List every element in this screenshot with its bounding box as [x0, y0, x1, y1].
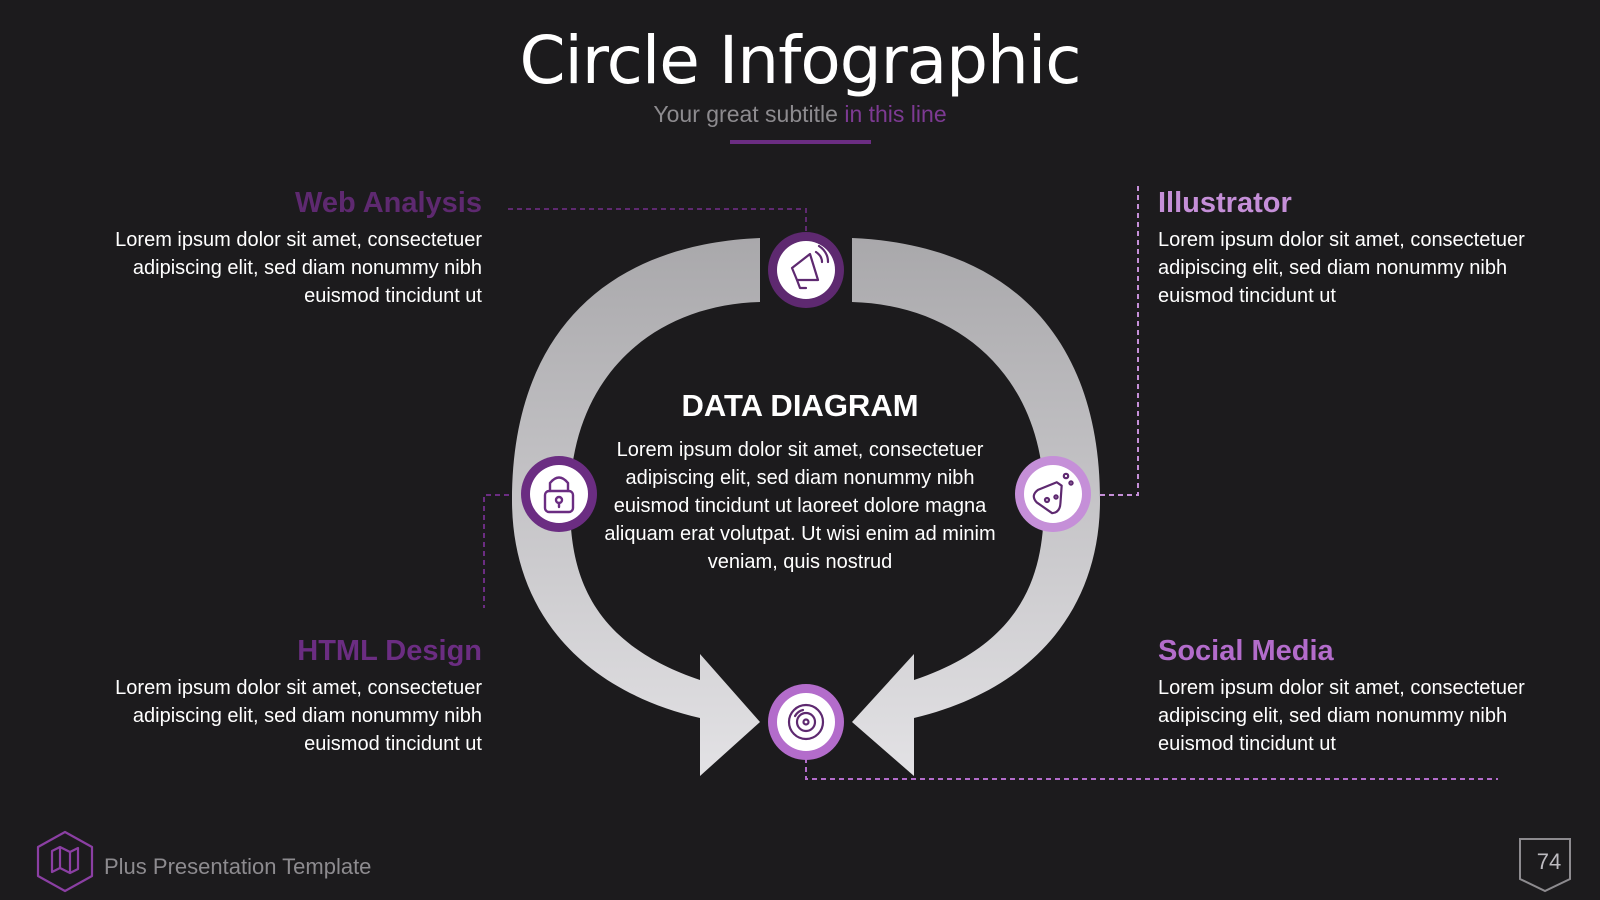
center-body: Lorem ipsum dolor sit amet, consectetuer…	[604, 439, 996, 573]
connector-web-analysis	[508, 208, 807, 232]
item-body: Lorem ipsum dolor sit amet, consectetuer…	[115, 677, 482, 755]
right-arrow-band	[852, 238, 1100, 776]
connector-illustrator	[1098, 186, 1139, 496]
node-left[interactable]	[521, 456, 597, 532]
connector-lines	[483, 186, 1498, 780]
page-subtitle: Your great subtitle in this line	[0, 101, 1600, 128]
footer-brand: Plus Presentation Template	[104, 854, 372, 879]
megaphone-icon	[790, 244, 830, 290]
item-web-analysis: Web Analysis Lorem ipsum dolor sit amet,…	[82, 187, 482, 310]
node-bottom[interactable]	[768, 684, 844, 760]
item-title: HTML Design	[297, 635, 482, 667]
item-social-media: Social Media Lorem ipsum dolor sit amet,…	[1158, 635, 1558, 758]
lock-icon	[543, 476, 575, 514]
item-body: Lorem ipsum dolor sit amet, consectetuer…	[115, 229, 482, 307]
map-icon	[36, 830, 94, 893]
item-title: Web Analysis	[295, 187, 482, 219]
connector-social-media	[805, 758, 1498, 780]
item-title: Illustrator	[1158, 187, 1292, 219]
item-html-design: HTML Design Lorem ipsum dolor sit amet, …	[82, 635, 482, 758]
subtitle-underline	[730, 140, 871, 144]
item-body: Lorem ipsum dolor sit amet, consectetuer…	[1158, 677, 1525, 755]
node-right[interactable]	[1015, 456, 1091, 532]
subtitle-plain: Your great subtitle	[653, 101, 838, 127]
flask-icon	[1032, 472, 1074, 515]
disc-icon	[787, 703, 825, 741]
page-title: Circle Infographic	[519, 22, 1081, 99]
page-number: 74	[1536, 849, 1562, 874]
item-illustrator: Illustrator Lorem ipsum dolor sit amet, …	[1158, 187, 1558, 310]
node-top[interactable]	[768, 232, 844, 308]
item-title: Social Media	[1158, 635, 1334, 667]
item-body: Lorem ipsum dolor sit amet, consectetuer…	[1158, 229, 1525, 307]
page-number-shield	[1519, 838, 1571, 893]
subtitle-accent: in this line	[844, 101, 947, 127]
center-title: DATA DIAGRAM	[681, 388, 919, 423]
left-arrow-band	[512, 238, 760, 776]
connector-html-design	[483, 494, 518, 608]
